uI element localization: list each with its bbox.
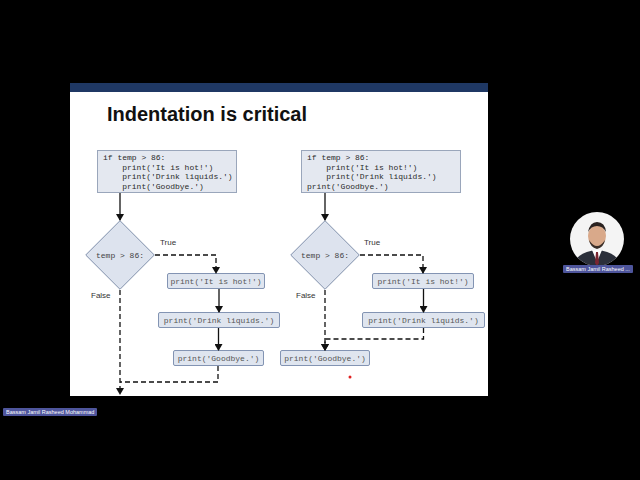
process-box: print('Goodbye.') bbox=[173, 350, 264, 366]
node-text: temp > 86: bbox=[301, 251, 349, 260]
decision-diamond: temp > 86: bbox=[85, 220, 155, 290]
code-line: print('Goodbye.') bbox=[307, 182, 455, 192]
node-text: print('Goodbye.') bbox=[178, 354, 260, 363]
flow-connector bbox=[423, 289, 424, 312]
flow-connector bbox=[325, 328, 424, 350]
code-line: print('It is hot!') bbox=[103, 163, 231, 173]
decision-diamond: temp > 86: bbox=[290, 220, 360, 290]
node-text: print('It is hot!') bbox=[170, 277, 261, 286]
flow-connector bbox=[324, 193, 325, 220]
slide-background bbox=[70, 83, 488, 396]
process-box: print('Goodbye.') bbox=[280, 350, 370, 366]
code-line: print('Drink liquids.') bbox=[103, 172, 231, 182]
code-line: print('Drink liquids.') bbox=[307, 172, 455, 182]
process-box: print('Drink liquids.') bbox=[158, 312, 280, 328]
presenter-photo bbox=[570, 212, 624, 270]
node-text: temp > 86: bbox=[96, 251, 144, 260]
pointer-dot bbox=[349, 376, 352, 379]
flow-connector bbox=[324, 290, 325, 350]
code-box: if temp > 86: print('It is hot!') print(… bbox=[301, 150, 461, 193]
slide-title: Indentation is critical bbox=[107, 103, 307, 126]
flow-connector bbox=[218, 328, 219, 350]
code-line: if temp > 86: bbox=[103, 153, 231, 163]
branch-label: False bbox=[91, 291, 111, 300]
process-box: print('It is hot!') bbox=[372, 273, 474, 289]
flow-connector bbox=[218, 289, 219, 312]
code-line: print('It is hot!') bbox=[307, 163, 455, 173]
node-text: print('It is hot!') bbox=[377, 277, 468, 286]
node-text: print('Drink liquids.') bbox=[164, 316, 274, 325]
false-flow-line bbox=[119, 290, 120, 394]
code-box: if temp > 86: print('It is hot!') print(… bbox=[97, 150, 237, 193]
flow-connector bbox=[360, 255, 423, 273]
branch-label: True bbox=[160, 238, 176, 247]
slide-band bbox=[70, 83, 488, 92]
code-line: if temp > 86: bbox=[307, 153, 455, 163]
flow-connector bbox=[155, 255, 216, 273]
node-text: print('Drink liquids.') bbox=[368, 316, 478, 325]
node-text: print('Goodbye.') bbox=[284, 354, 366, 363]
process-box: print('Drink liquids.') bbox=[362, 312, 485, 328]
participant-name-tag: Bassam Jamil Rasheed ... bbox=[563, 265, 633, 273]
process-box: print('It is hot!') bbox=[167, 273, 265, 289]
branch-label: True bbox=[364, 238, 380, 247]
participant-name-tag: Bassam Jamil Rasheed Mohammad bbox=[3, 408, 97, 416]
flow-connector bbox=[119, 193, 120, 220]
code-line: print('Goodbye.') bbox=[103, 182, 231, 192]
merge-flow-line bbox=[120, 366, 218, 382]
branch-label: False bbox=[296, 291, 316, 300]
